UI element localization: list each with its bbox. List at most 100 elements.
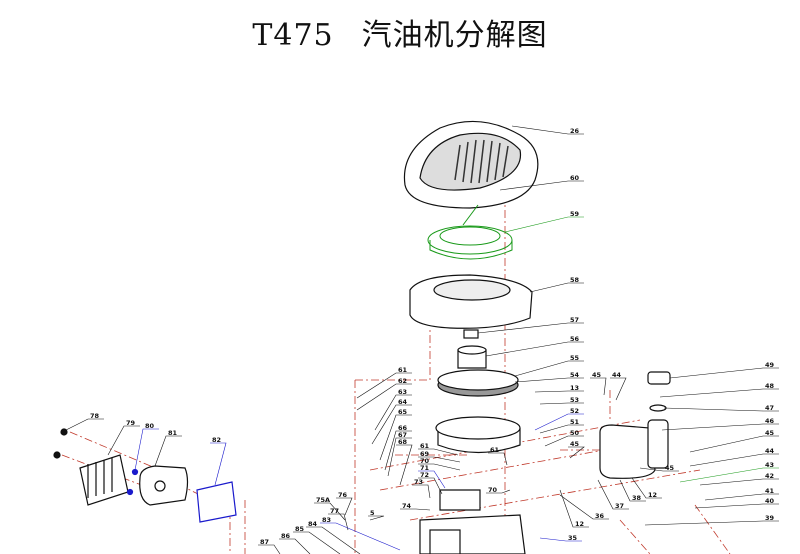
leader-line <box>418 456 461 463</box>
leader-line <box>485 341 584 357</box>
leader-line <box>65 418 104 431</box>
part-label-37: 37 <box>615 502 624 510</box>
leader-line <box>559 494 609 520</box>
leader-line <box>610 377 627 401</box>
leader-line <box>356 383 412 411</box>
part-label-45: 45 <box>665 464 675 472</box>
leader-line <box>374 394 412 431</box>
part-label-49: 49 <box>765 361 775 369</box>
part-label-59: 59 <box>570 210 580 218</box>
leader-line <box>529 282 584 293</box>
leader-line <box>644 520 779 526</box>
part-label-85: 85 <box>295 525 305 533</box>
leader-line <box>258 544 281 554</box>
leader-line <box>336 497 353 516</box>
leader-line <box>154 435 182 467</box>
part-label-81: 81 <box>168 429 178 437</box>
part-label-13: 13 <box>570 384 579 392</box>
leader-line <box>659 388 779 398</box>
part-label-69: 69 <box>420 450 430 458</box>
part-label-70: 70 <box>488 486 498 494</box>
leader-line <box>279 538 311 554</box>
part-label-70: 70 <box>420 457 430 465</box>
part-label-74: 74 <box>402 502 412 510</box>
part-label-62: 62 <box>398 377 407 385</box>
leader-line <box>418 470 446 489</box>
model-number: T475 <box>252 18 334 53</box>
leader-line <box>679 467 779 483</box>
part-label-56: 56 <box>570 335 580 343</box>
leader-line <box>384 430 412 471</box>
leader-line <box>320 522 401 551</box>
part-label-51: 51 <box>570 418 580 426</box>
leader-line <box>534 413 584 431</box>
part-label-12: 12 <box>575 520 584 528</box>
part-label-12: 12 <box>648 491 657 499</box>
part-label-83: 83 <box>322 516 331 524</box>
leader-line <box>396 444 413 486</box>
part-label-40: 40 <box>765 497 775 505</box>
part-label-71: 71 <box>420 464 430 472</box>
leader-line <box>689 453 779 467</box>
leader-line <box>539 537 582 542</box>
part-label-5: 5 <box>370 509 375 517</box>
leader-line <box>514 360 584 377</box>
leader-line <box>559 489 589 528</box>
leader-line <box>597 479 629 510</box>
leader-line <box>669 367 779 379</box>
leader-line <box>544 435 584 447</box>
part-label-78: 78 <box>90 412 100 420</box>
leader-line <box>210 442 227 486</box>
leader-line <box>412 484 431 499</box>
part-label-63: 63 <box>398 388 407 396</box>
leader-line <box>539 424 584 434</box>
part-label-47: 47 <box>765 404 774 412</box>
leader-line <box>511 125 584 135</box>
part-label-52: 52 <box>570 407 579 415</box>
leader-line <box>619 479 646 502</box>
leader-line <box>314 502 346 521</box>
part-label-75A: 75A <box>316 496 330 504</box>
part-label-68: 68 <box>398 438 408 446</box>
part-label-43: 43 <box>765 461 774 469</box>
part-label-54: 54 <box>570 371 580 379</box>
part-label-45: 45 <box>592 371 602 379</box>
part-label-82: 82 <box>212 436 221 444</box>
leader-line <box>418 463 461 471</box>
starter-pulley <box>427 204 513 260</box>
part-label-87: 87 <box>260 538 269 546</box>
part-label-80: 80 <box>145 422 155 430</box>
leader-line <box>134 428 159 471</box>
leader-line <box>514 377 584 383</box>
leader-line <box>107 425 140 456</box>
part-label-26: 26 <box>570 127 580 135</box>
leader-line <box>356 372 412 399</box>
part-label-79: 79 <box>126 419 136 427</box>
part-label-61: 61 <box>420 442 430 450</box>
leader-line <box>379 414 412 461</box>
part-label-39: 39 <box>765 514 775 522</box>
blower-cover <box>403 120 539 209</box>
fan-shroud <box>409 274 533 329</box>
part-label-72: 72 <box>420 471 429 479</box>
leader-line <box>504 216 584 233</box>
part-label-50: 50 <box>570 429 580 437</box>
part-label-57: 57 <box>570 316 579 324</box>
part-label-42: 42 <box>765 472 774 480</box>
part-label-55: 55 <box>570 354 580 362</box>
part-label-67: 67 <box>398 431 407 439</box>
part-label-61: 61 <box>490 446 500 454</box>
part-label-86: 86 <box>281 532 291 540</box>
leader-line <box>328 513 349 531</box>
part-label-45: 45 <box>765 429 775 437</box>
leader-line <box>400 508 431 511</box>
part-label-44: 44 <box>612 371 622 379</box>
part-labels: 2660595857565554135352515061626364656667… <box>90 127 775 546</box>
flywheel-parts <box>435 329 521 454</box>
leader-line <box>306 526 361 554</box>
part-label-45: 45 <box>570 440 580 448</box>
leader-line <box>486 489 511 494</box>
leader-line <box>387 437 412 477</box>
leader-line <box>293 531 341 554</box>
